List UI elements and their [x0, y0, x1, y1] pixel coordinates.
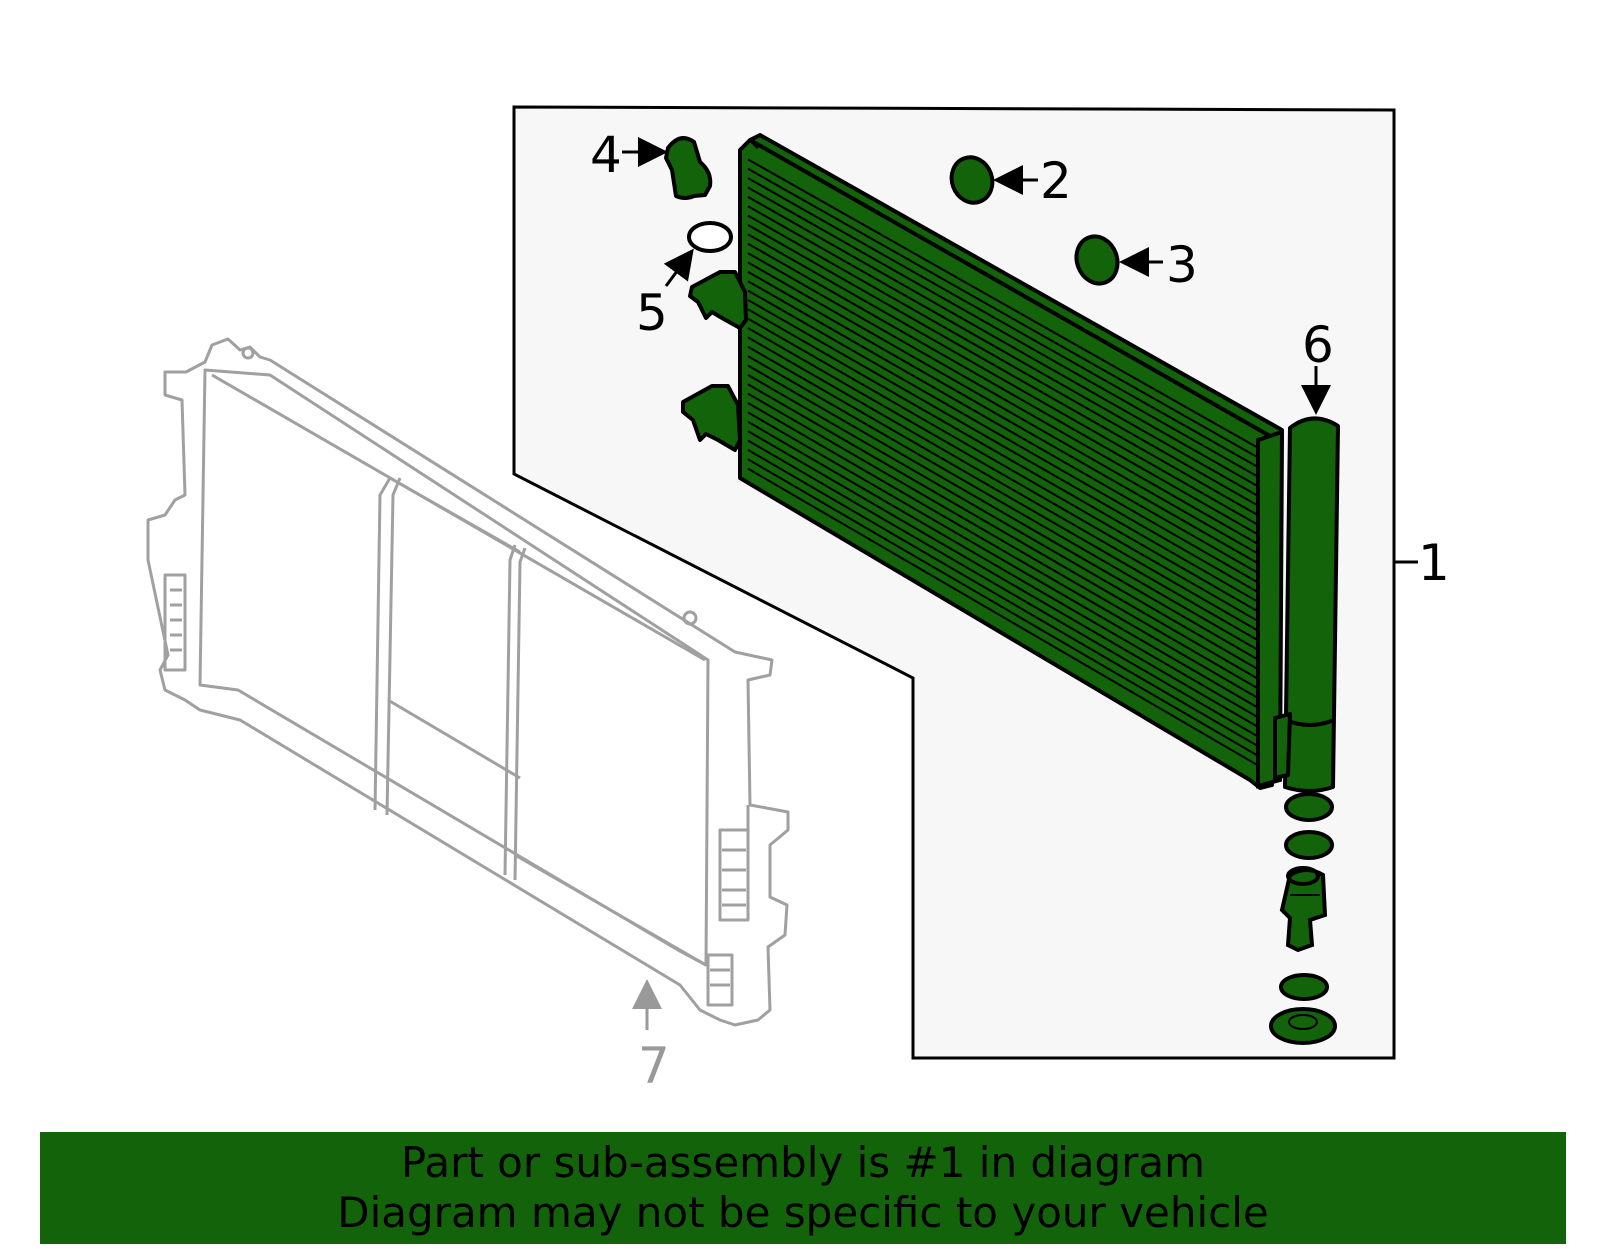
callout-6: 6 [1302, 316, 1334, 374]
banner-line-2: Diagram may not be specific to your vehi… [337, 1188, 1269, 1237]
cap-part-3 [1074, 234, 1120, 286]
fin-line [747, 383, 1271, 687]
fin-line [747, 270, 1271, 572]
fin-line [747, 167, 1271, 466]
info-banner: Part or sub-assembly is #1 in diagram Di… [40, 1132, 1566, 1244]
fin-line [747, 195, 1271, 495]
condenser-side-tank [1256, 429, 1285, 789]
callout-1: 1 [1418, 534, 1450, 592]
condenser-fitting-lower [681, 384, 742, 452]
banner-line-1: Part or sub-assembly is #1 in diagram [400, 1138, 1206, 1187]
fin-line [747, 355, 1271, 658]
callout-5: 5 [636, 284, 668, 342]
fin-line [747, 449, 1271, 754]
fin-line [747, 280, 1271, 581]
leader-lines [622, 137, 1418, 564]
fin-line [747, 224, 1271, 523]
callout-4: 4 [590, 126, 622, 184]
cap-part-4 [664, 136, 713, 200]
callout-2: 2 [1040, 152, 1072, 210]
fin-line [747, 420, 1271, 726]
fin-line [747, 186, 1271, 485]
fin-line [747, 308, 1271, 610]
condenser-fitting-upper [688, 270, 748, 330]
fin-line [747, 402, 1271, 706]
fin-line [747, 205, 1271, 504]
fin-line [747, 430, 1271, 735]
o-ring-part-5 [687, 221, 733, 253]
receiver-dryer [1273, 416, 1340, 793]
fin-line [747, 327, 1271, 629]
fin-line [747, 242, 1271, 543]
fin-line [747, 439, 1271, 745]
fin-line [747, 261, 1271, 562]
fin-line [747, 299, 1271, 600]
fin-line [747, 336, 1271, 639]
fin-line [747, 289, 1271, 591]
fin-line [747, 252, 1271, 552]
fin-line [747, 214, 1271, 514]
condenser-fins [747, 158, 1271, 774]
callout-3: 3 [1166, 236, 1198, 294]
radiator-support-frame [146, 337, 790, 1027]
fin-line [747, 345, 1271, 649]
fin-line [747, 467, 1271, 774]
fin-line [747, 411, 1271, 716]
callout-7: 7 [638, 1037, 670, 1095]
cap-part-2 [949, 155, 995, 205]
fin-line [747, 374, 1271, 677]
fin-line [747, 392, 1271, 697]
fin-line [747, 364, 1271, 668]
fin-line [747, 458, 1271, 764]
dryer-seals-and-plug [1269, 792, 1337, 1045]
fin-line [747, 177, 1271, 475]
fin-line [747, 317, 1271, 620]
fin-line [747, 233, 1271, 533]
fin-line [747, 158, 1271, 456]
